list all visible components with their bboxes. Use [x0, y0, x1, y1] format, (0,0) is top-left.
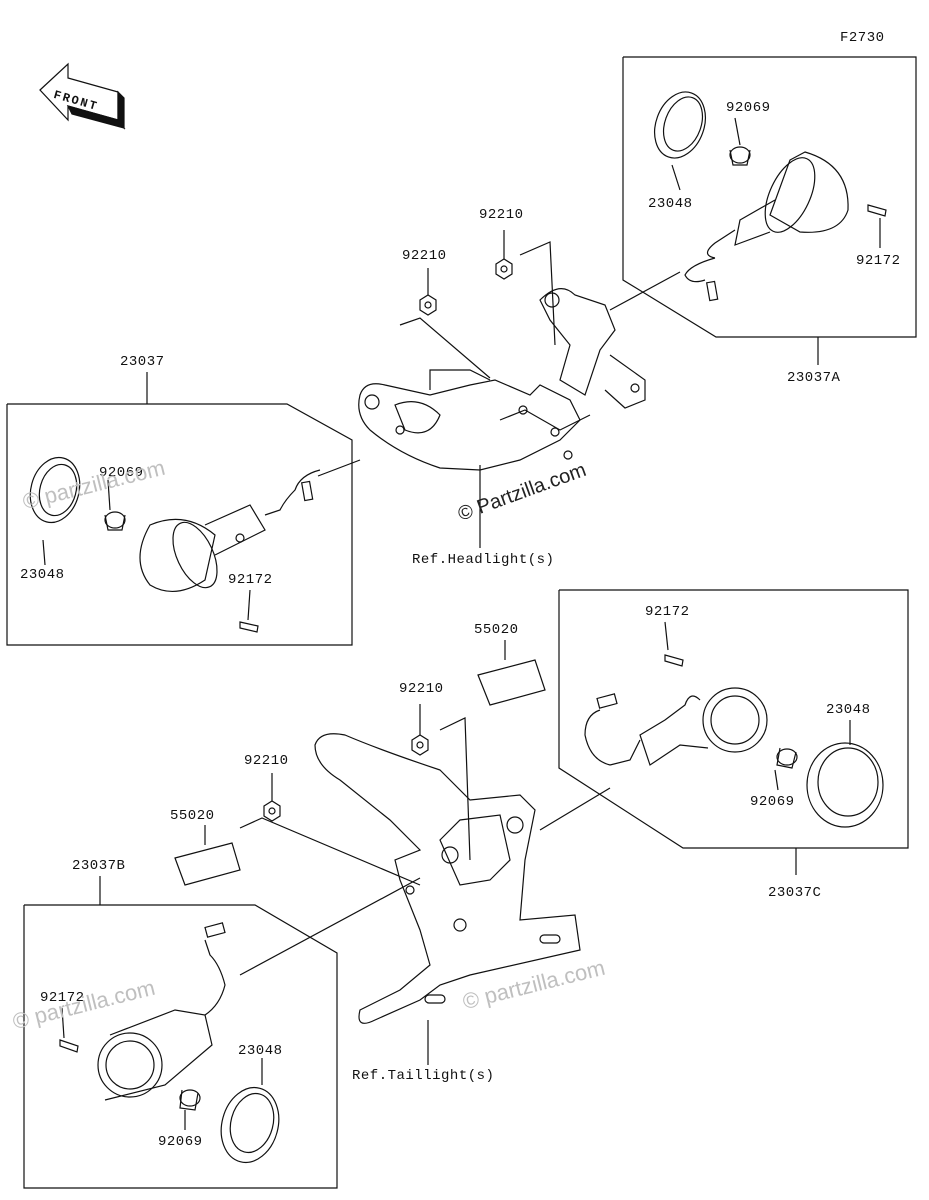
ref-taillight-label: Ref.Taillight(s)	[352, 1068, 495, 1084]
part-label-92069-a: 92069	[726, 100, 771, 116]
part-label-92172-b: 92172	[228, 572, 273, 588]
turn-signal-23037A	[654, 91, 887, 302]
part-label-23048-d: 23048	[238, 1043, 283, 1059]
headlight-bracket	[358, 288, 646, 520]
part-label-55020-a: 55020	[474, 622, 519, 638]
assembly-label-23037A: 23037A	[787, 370, 841, 386]
box-23037B	[23, 904, 338, 1189]
part-label-92069-d: 92069	[158, 1134, 203, 1150]
front-arrow-icon	[39, 62, 126, 130]
assembly-label-23037B: 23037B	[72, 858, 126, 874]
part-label-92172-d: 92172	[40, 990, 85, 1006]
box-23037	[6, 403, 353, 646]
pad-55020	[477, 659, 546, 706]
part-label-23048-a: 23048	[648, 196, 693, 212]
part-label-55020-b: 55020	[170, 808, 215, 824]
part-label-23048-b: 23048	[20, 567, 65, 583]
part-label-23048-c: 23048	[826, 702, 871, 718]
part-label-92172-c: 92172	[645, 604, 690, 620]
assembly-label-23037: 23037	[120, 354, 165, 370]
turn-signal-23037C	[584, 654, 884, 828]
box-23037C	[558, 589, 909, 849]
part-label-92210-c: 92210	[399, 681, 444, 697]
part-label-92210-d: 92210	[244, 753, 289, 769]
turn-signal-23037B	[59, 922, 280, 1164]
part-label-92172-a: 92172	[856, 253, 901, 269]
box-23037A	[622, 56, 917, 338]
nut-icon	[263, 258, 513, 822]
part-label-92069-b: 92069	[99, 465, 144, 481]
part-label-92210-b: 92210	[402, 248, 447, 264]
assembly-label-23037C: 23037C	[768, 885, 822, 901]
part-label-92069-c: 92069	[750, 794, 795, 810]
pad-55020-lower	[174, 842, 241, 886]
taillight-bracket	[314, 520, 581, 1065]
figure-id-label: F2730	[840, 30, 885, 46]
turn-signal-23037	[29, 456, 321, 633]
part-label-92210-a: 92210	[479, 207, 524, 223]
ref-headlight-label: Ref.Headlight(s)	[412, 552, 555, 568]
